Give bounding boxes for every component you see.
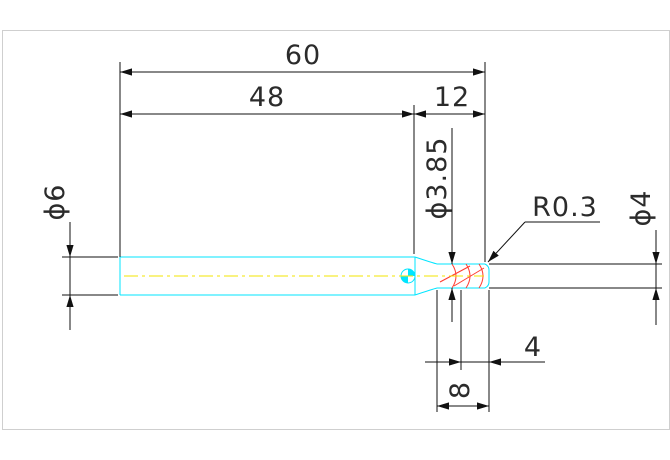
dim-neck-length: 8 <box>437 381 489 410</box>
center-mark-fill <box>408 269 415 276</box>
dim-flute-section: 12 <box>414 82 485 118</box>
tool-body <box>119 256 490 296</box>
dim-cutting-diameter: ϕ4 <box>626 190 660 325</box>
dim-48-label: 48 <box>249 82 285 113</box>
drawing-frame <box>2 30 670 430</box>
dim-8-label: 8 <box>445 381 476 399</box>
dim-60-label: 60 <box>285 40 321 71</box>
shank-neck-transition <box>414 256 438 296</box>
dim-overall-length: 60 <box>120 40 485 76</box>
extension-lines <box>62 62 662 412</box>
dim-phi385-label: ϕ3.85 <box>422 137 453 220</box>
dim-corner-radius: R0.3 <box>487 192 600 263</box>
dim-neck-diameter: ϕ3.85 <box>422 128 456 322</box>
dim-phi6-label: ϕ6 <box>40 184 71 221</box>
dim-shank-length: 48 <box>120 82 414 118</box>
dim-phi4-label: ϕ4 <box>626 190 657 227</box>
flute-helix-2 <box>453 267 485 287</box>
cutting-end <box>484 263 490 289</box>
dim-4-label: 4 <box>524 332 542 363</box>
dim-r03-label: R0.3 <box>532 192 598 223</box>
dim-12-label: 12 <box>434 82 470 113</box>
dim-cutting-length: 4 <box>425 332 545 366</box>
flute-helix-1 <box>439 265 471 283</box>
dim-shank-diameter: ϕ6 <box>40 184 74 330</box>
